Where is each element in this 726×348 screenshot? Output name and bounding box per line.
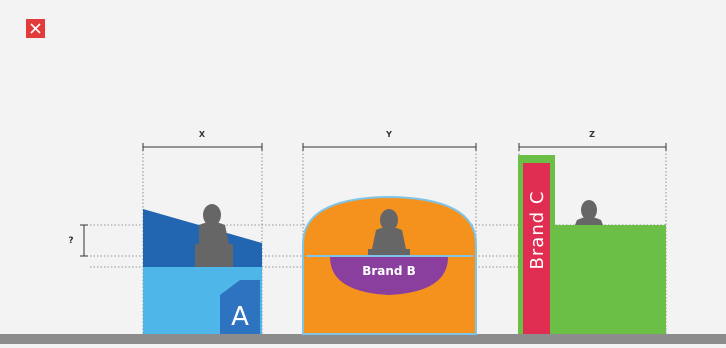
close-icon bbox=[26, 19, 45, 38]
booth-a: A bbox=[143, 204, 262, 334]
dimension-z-label: Z bbox=[589, 130, 595, 139]
booth-c: Brand C bbox=[518, 155, 666, 334]
dimension-x-label: X bbox=[199, 130, 206, 139]
height-question-label: ? bbox=[68, 236, 73, 246]
booth-a-label: A bbox=[231, 302, 249, 332]
booth-b-label: Brand B bbox=[362, 264, 416, 278]
floor bbox=[0, 334, 726, 344]
booth-b: Brand B bbox=[303, 197, 476, 334]
booth-c-label: Brand C bbox=[527, 191, 548, 270]
dimension-y-label: Y bbox=[385, 130, 392, 139]
close-button[interactable] bbox=[26, 19, 45, 38]
booth-c-counter bbox=[555, 225, 666, 334]
person-icon bbox=[575, 200, 603, 225]
